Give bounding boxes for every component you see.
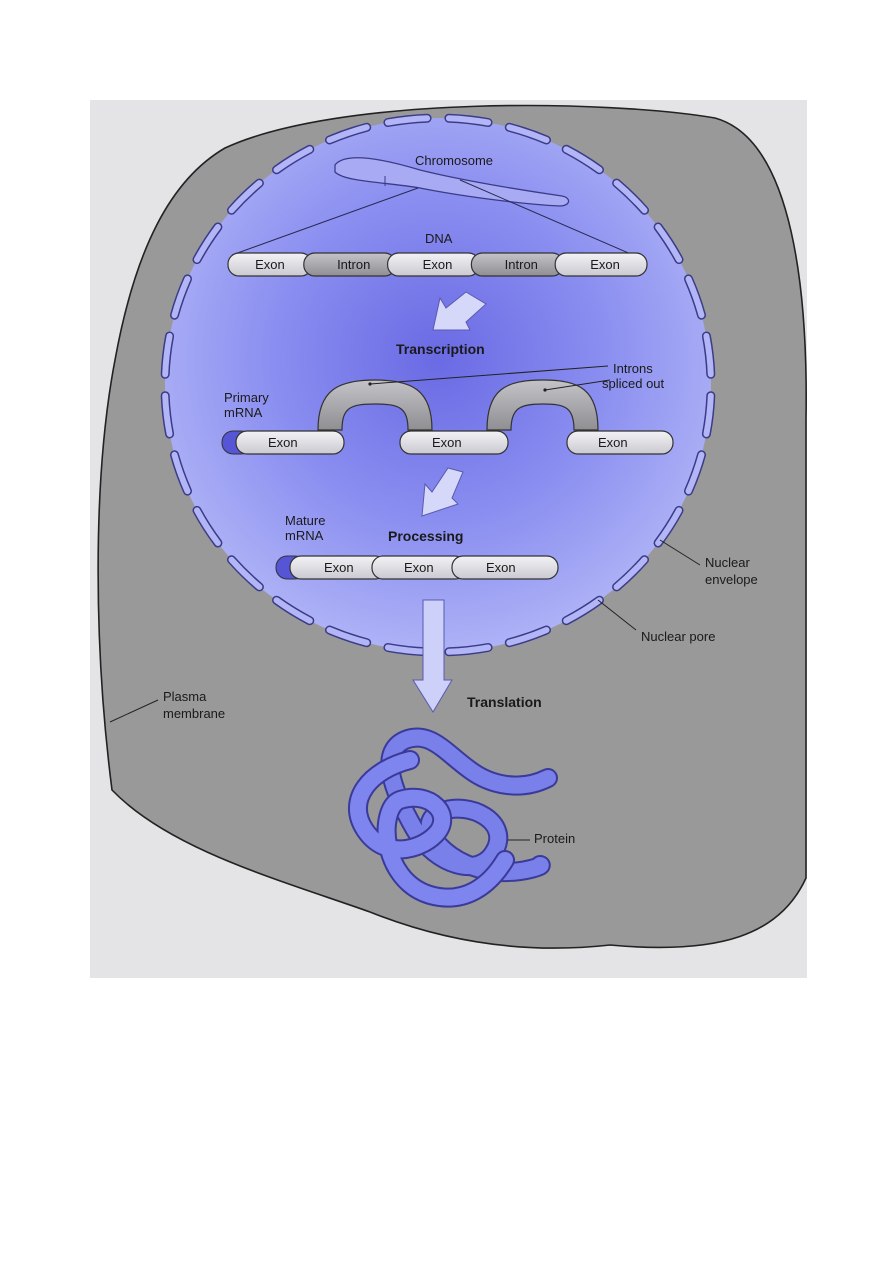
label-mature-2: mRNA [285, 528, 324, 543]
dna-bar: Exon Intron Exon Intron Exon [227, 252, 648, 277]
introns-pointer-dot-2 [543, 388, 547, 392]
envelope-segment [162, 333, 173, 378]
primary-mrna: Exon Exon Exon [221, 379, 674, 455]
primary-exon-2-label: Exon [432, 435, 462, 450]
mature-exon-2-label: Exon [404, 560, 434, 575]
nuclear-envelope-pointer [659, 539, 701, 566]
label-mature-1: Mature [285, 513, 325, 528]
label-chromosome: Chromosome [415, 153, 493, 168]
primary-exon-1-label: Exon [268, 435, 298, 450]
envelope-segment [194, 507, 221, 546]
envelope-segment [685, 451, 705, 495]
primary-exon-3-label: Exon [598, 435, 628, 450]
label-introns-2: spliced out [602, 376, 665, 391]
arrow-transcription [432, 291, 487, 331]
zoom-line-right [459, 179, 641, 259]
mature-exon-3-label: Exon [486, 560, 516, 575]
arrow-translation [412, 599, 453, 713]
dna-segment-label-3: Exon [423, 257, 453, 272]
introns-pointer-1 [369, 365, 609, 385]
envelope-segment [228, 556, 263, 590]
envelope-segment [655, 507, 682, 546]
dna-segment-label-5: Exon [590, 257, 620, 272]
label-transcription: Transcription [396, 341, 485, 357]
envelope-segment [506, 124, 550, 143]
introns-pointer-2 [544, 379, 611, 391]
intron-loop-1 [317, 379, 433, 431]
mature-exon-1-label: Exon [324, 560, 354, 575]
nucleus [165, 118, 711, 652]
plasma-membrane-pointer [109, 699, 159, 723]
envelope-segment [228, 180, 263, 214]
label-nuclear-env-2: envelope [705, 572, 758, 587]
envelope-segment [326, 627, 370, 646]
primary-exon-2 [399, 430, 509, 455]
primary-exon-1 [235, 430, 345, 455]
nuclear-pore-pointer [597, 599, 637, 631]
envelope-segment [506, 627, 550, 646]
envelope-segment [563, 597, 603, 624]
dna-segment-label-2: Intron [337, 257, 370, 272]
envelope-segment [273, 597, 313, 624]
envelope-segment [613, 180, 648, 214]
label-primary-2: mRNA [224, 405, 263, 420]
envelope-segment [613, 556, 648, 590]
envelope-segment [703, 392, 714, 437]
introns-pointer-dot-1 [368, 382, 372, 386]
envelope-segment [685, 275, 705, 319]
intron-loop-2 [486, 379, 599, 431]
label-nuclear-pore: Nuclear pore [641, 629, 715, 644]
label-protein: Protein [534, 831, 575, 846]
label-plasma-1: Plasma [163, 689, 207, 704]
envelope-segment [445, 644, 492, 655]
envelope-segment [326, 124, 370, 143]
mature-mrna: Exon Exon Exon [275, 555, 559, 580]
arrow-processing [421, 467, 464, 517]
protein-chain [348, 727, 558, 908]
envelope-segment [273, 146, 313, 173]
dna-segment-label-1: Exon [255, 257, 285, 272]
chromosome-shape [334, 157, 570, 207]
zoom-line-left [231, 187, 419, 256]
envelope-segment [655, 224, 682, 263]
envelope-segment [194, 224, 221, 263]
dna-segment-5 [554, 252, 648, 277]
label-primary-1: Primary [224, 390, 269, 405]
envelope-segment [703, 333, 714, 378]
envelope-segment [445, 115, 492, 126]
label-introns-1: Introns [613, 361, 653, 376]
nuclear-envelope [160, 113, 716, 657]
envelope-segment [162, 392, 173, 437]
label-translation: Translation [467, 694, 542, 710]
dna-segment-label-4: Intron [505, 257, 538, 272]
label-nuclear-env-1: Nuclear [705, 555, 750, 570]
mature-exon-3 [451, 555, 559, 580]
label-plasma-2: membrane [163, 706, 225, 721]
envelope-segment [171, 451, 191, 495]
label-processing: Processing [388, 528, 463, 544]
envelope-segment [171, 275, 191, 319]
envelope-segment [563, 146, 603, 173]
primary-exon-3 [566, 430, 674, 455]
envelope-segment [384, 115, 431, 126]
label-dna: DNA [425, 231, 453, 246]
